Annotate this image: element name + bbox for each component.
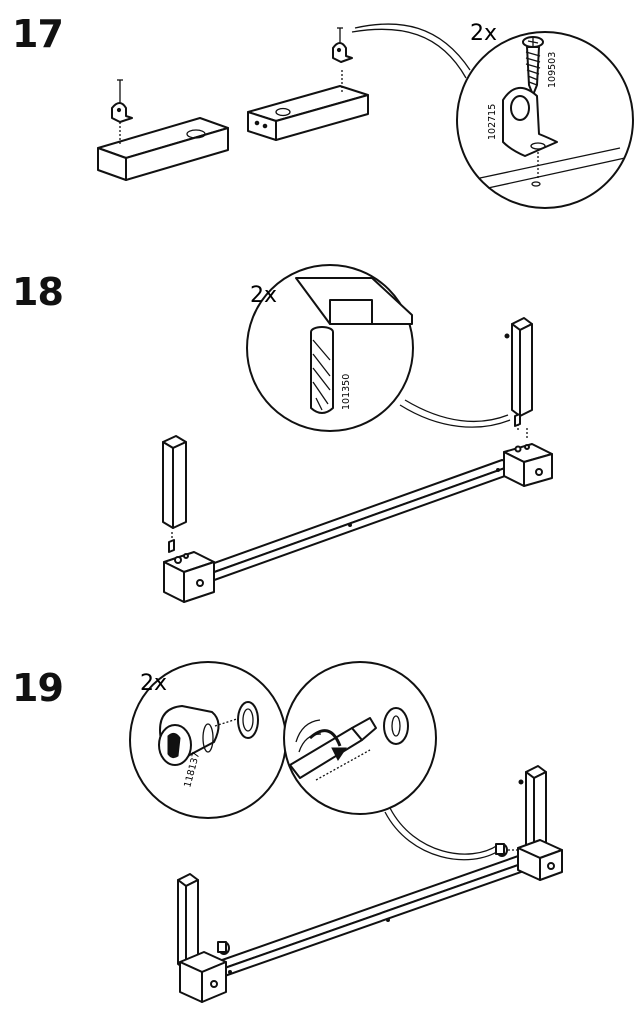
cam-lock-icon (495, 843, 518, 857)
base-rail (177, 459, 517, 589)
part-code: 109503 (547, 52, 558, 88)
quantity-label: 2x (140, 671, 167, 696)
foot-block (163, 551, 215, 603)
screwdriver-icon (289, 717, 377, 779)
step-17-illustration: 2x 102715 109503 (97, 21, 634, 209)
angle-bracket-icon (111, 79, 133, 146)
leg-post (162, 435, 187, 553)
rotate-arrow-icon (308, 729, 347, 761)
step-number: 17 (12, 12, 64, 56)
step-19: 19 2x 118137 (0, 640, 635, 1017)
base-rail (204, 853, 539, 979)
screw-icon (522, 36, 544, 96)
angle-bracket-icon (332, 27, 353, 63)
cam-lock-icon (158, 705, 220, 766)
wood-block-right (247, 70, 369, 141)
part-code: 102715 (487, 104, 498, 140)
quantity-label: 2x (250, 283, 277, 308)
step-18: 18 2x 101350 (0, 220, 635, 620)
step-number: 18 (12, 270, 64, 314)
wood-block-left (97, 117, 229, 181)
foot-block (503, 443, 553, 487)
quantity-label: 2x (470, 21, 497, 46)
detail-callout-19a: 2x 118137 (129, 661, 287, 819)
step-19-illustration: 2x 118137 (129, 661, 563, 1003)
detail-callout-19b (283, 661, 437, 815)
step-18-illustration: 2x 101350 (162, 264, 553, 603)
wooden-dowel-icon (310, 326, 334, 414)
foot-block (517, 839, 563, 881)
step-number: 19 (12, 666, 64, 710)
angle-bracket-icon (502, 87, 558, 187)
detail-callout-18: 2x 101350 (246, 264, 414, 432)
leg-post (504, 317, 533, 440)
foot-block (179, 951, 227, 1003)
cam-lock-icon (217, 941, 230, 955)
step-17: 17 (0, 0, 635, 220)
detail-callout-17 (456, 31, 634, 209)
part-code: 101350 (341, 374, 352, 410)
leg-post (177, 873, 199, 971)
